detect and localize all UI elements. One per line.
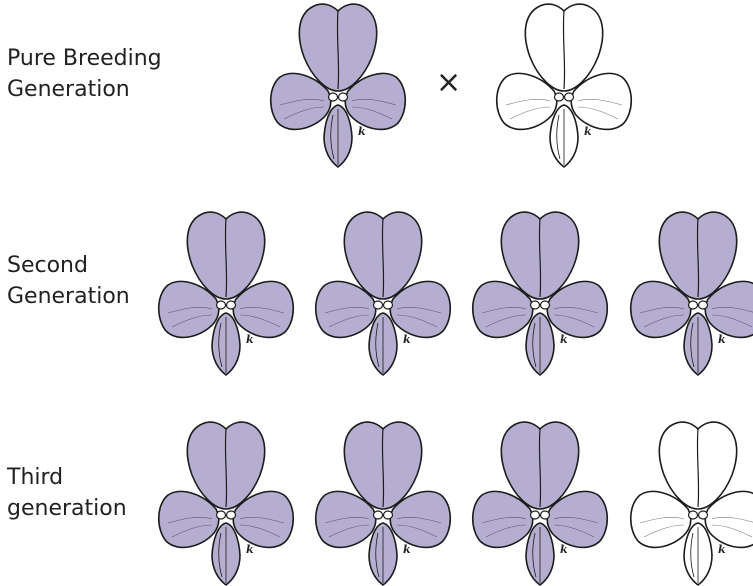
center-knob <box>374 511 383 519</box>
flower-row1-2: k <box>497 4 632 167</box>
flower-k-label: k <box>358 125 366 138</box>
flower-k-label: k <box>560 333 568 346</box>
flower-k-label: k <box>584 125 592 138</box>
center-knob <box>699 301 708 309</box>
flower-row3-1: k <box>159 422 294 585</box>
center-knob <box>384 511 393 519</box>
flower-row1-1: k <box>271 4 406 167</box>
center-knob <box>217 511 226 519</box>
flower-row2-1: k <box>159 212 294 375</box>
center-knob <box>565 93 574 101</box>
flower-k-label: k <box>718 333 726 346</box>
flower-k-label: k <box>718 543 726 556</box>
flower-row2-4: k <box>631 212 753 375</box>
center-knob <box>689 511 698 519</box>
center-knob <box>699 511 708 519</box>
center-knob <box>227 511 236 519</box>
flower-row2-2: k <box>316 212 451 375</box>
center-knob <box>384 301 393 309</box>
center-knob <box>217 301 226 309</box>
center-knob <box>374 301 383 309</box>
center-knob <box>541 301 550 309</box>
center-knob <box>339 93 348 101</box>
center-knob <box>689 301 698 309</box>
flower-k-label: k <box>246 333 254 346</box>
flower-k-label: k <box>246 543 254 556</box>
center-knob <box>227 301 236 309</box>
flower-k-label: k <box>403 333 411 346</box>
center-knob <box>329 93 338 101</box>
flower-row3-2: k <box>316 422 451 585</box>
flower-row3-4: k <box>631 422 753 585</box>
center-knob <box>541 511 550 519</box>
flower-k-label: k <box>403 543 411 556</box>
flower-k-label: k <box>560 543 568 556</box>
center-knob <box>555 93 564 101</box>
flower-row2-3: k <box>473 212 608 375</box>
flower-row3-3: k <box>473 422 608 585</box>
center-knob <box>531 511 540 519</box>
center-knob <box>531 301 540 309</box>
